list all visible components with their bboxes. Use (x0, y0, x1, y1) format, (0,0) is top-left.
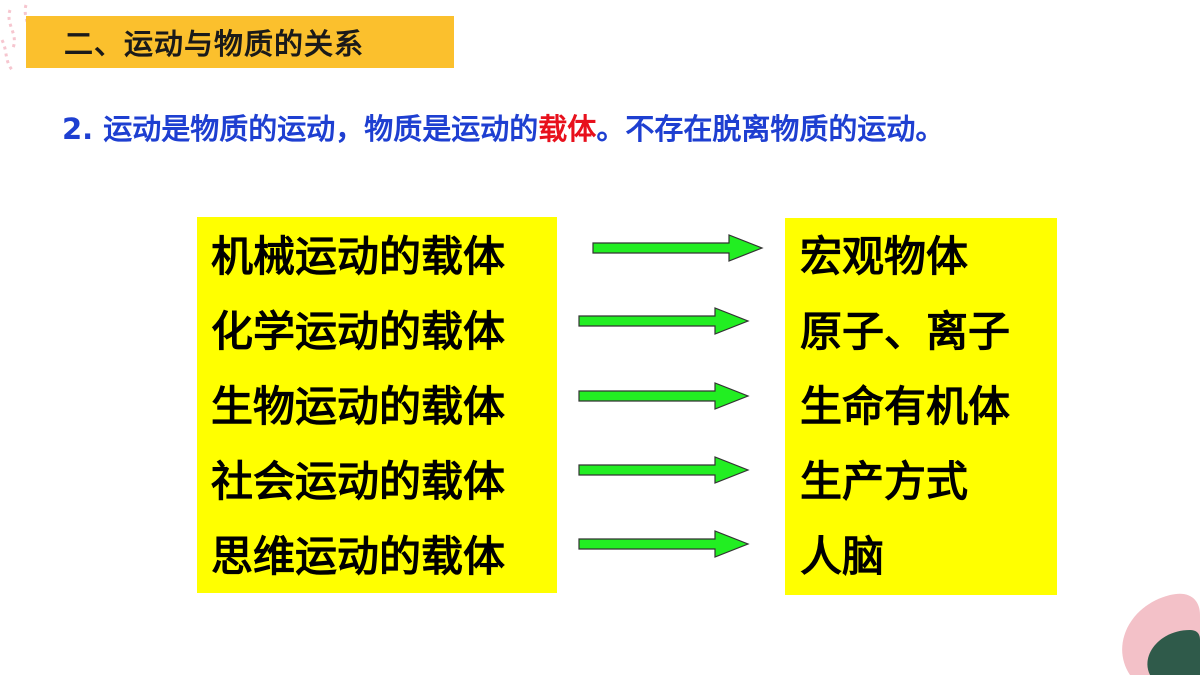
left-item-5: 思维运动的载体 (211, 532, 506, 581)
arrow-right-icon (578, 530, 750, 558)
arrow-right-icon (578, 307, 750, 335)
statement-highlight: 载体 (538, 112, 597, 146)
statement-text: 2. 运动是物质的运动，物质是运动的载体。不存在脱离物质的运动。 (62, 106, 1182, 148)
statement-part-2: 。不存在脱离物质的运动。 (596, 112, 945, 146)
right-item-2: 原子、离子 (800, 307, 1011, 356)
right-item-3: 生命有机体 (800, 382, 1011, 431)
left-item-4: 社会运动的载体 (211, 457, 506, 506)
right-item-5: 人脑 (800, 532, 885, 581)
left-item-2: 化学运动的载体 (211, 307, 506, 356)
arrow-right-icon (578, 456, 750, 484)
carrier-target-box (785, 218, 1057, 595)
statement-part-1: 2. 运动是物质的运动，物质是运动的 (62, 112, 539, 146)
arrow-right-icon (592, 234, 764, 262)
left-item-1: 机械运动的载体 (211, 232, 506, 281)
section-title-bar: 二、运动与物质的关系 (26, 16, 454, 68)
left-item-3: 生物运动的载体 (211, 382, 506, 431)
right-item-1: 宏观物体 (800, 232, 969, 281)
arrow-right-icon (578, 382, 750, 410)
section-title: 二、运动与物质的关系 (64, 27, 365, 61)
right-item-4: 生产方式 (800, 457, 969, 506)
decorative-corner-leaf (1122, 593, 1200, 675)
carrier-list-box (197, 217, 557, 593)
